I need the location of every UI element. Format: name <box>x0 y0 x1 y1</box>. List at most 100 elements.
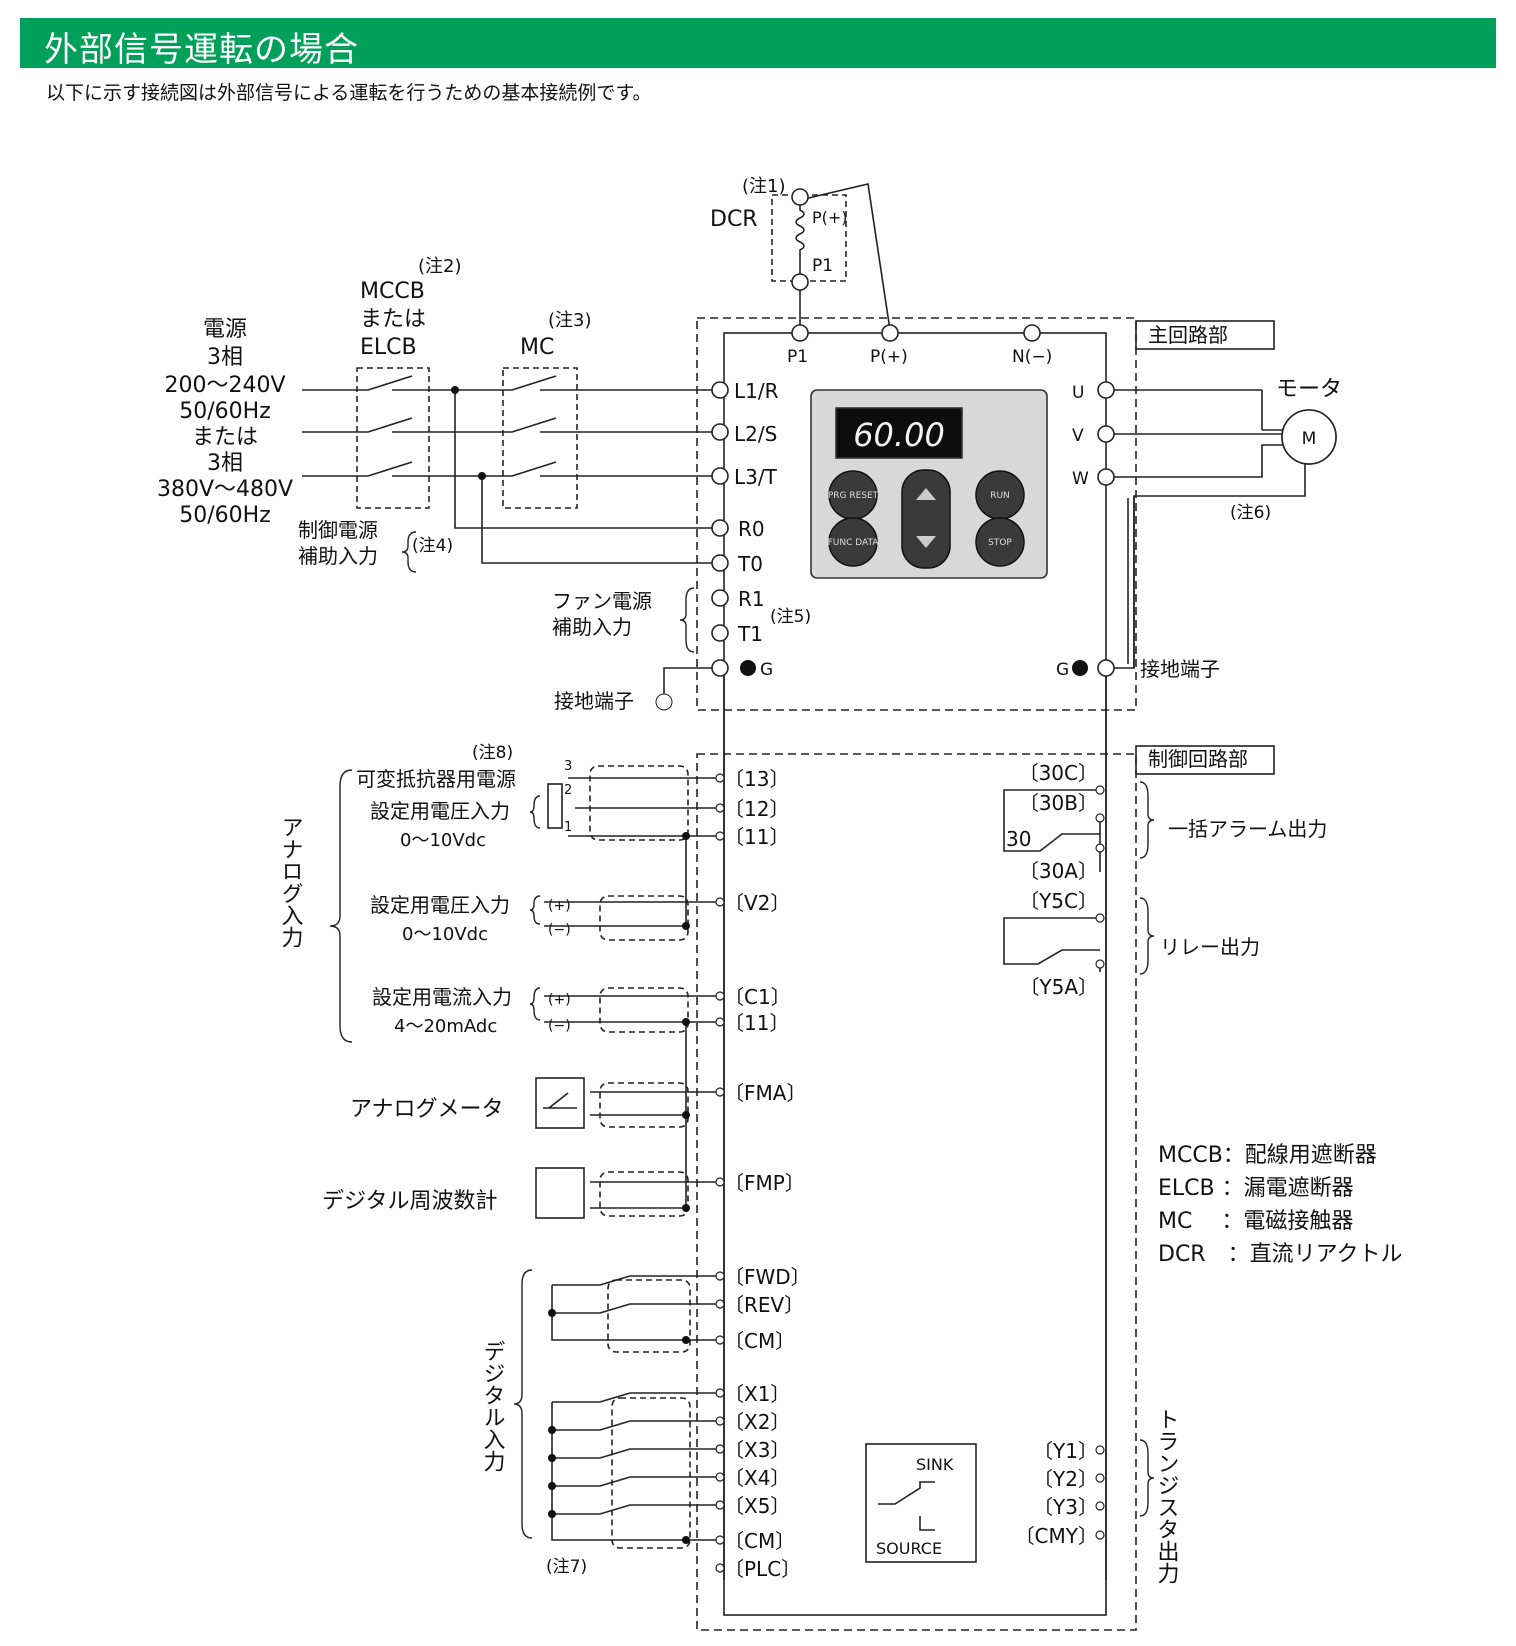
mccb-label-3: ELCB <box>360 335 417 360</box>
term-11b: 〔11〕 <box>724 1011 789 1035</box>
main-circuit-label: 主回路部 <box>1148 323 1228 347</box>
volt-in-2: 設定用電圧入力 <box>370 893 510 917</box>
note4: (注4) <box>412 536 453 556</box>
cur-range: 4～20mAdc <box>394 1016 497 1037</box>
term-cmy: 〔CMY〕 <box>1015 1524 1098 1548</box>
term-g-right: G <box>1056 660 1069 680</box>
note5: (注5) <box>770 607 811 627</box>
term-30c: 〔30C〕 <box>1019 761 1098 785</box>
term-x3: 〔X3〕 <box>724 1438 790 1462</box>
term-t1: T1 <box>737 622 763 646</box>
control-circuit-label: 制御回路部 <box>1148 747 1248 771</box>
pot-2: 2 <box>564 783 572 798</box>
analog-meter-label: アナログメータ <box>350 1097 504 1122</box>
term-cm1: 〔CM〕 <box>724 1329 795 1353</box>
term-plc: 〔PLC〕 <box>724 1557 801 1581</box>
legend-mc: MC ：電磁接触器 <box>1158 1209 1353 1234</box>
legend-dcr: DCR ：直流リアクトル <box>1158 1242 1403 1267</box>
pot-power-label: 可変抵抗器用電源 <box>356 767 516 791</box>
pot-1: 1 <box>564 820 572 835</box>
mccb-box <box>356 367 430 509</box>
term-y5a: 〔Y5A〕 <box>1019 975 1098 999</box>
term-x4: 〔X4〕 <box>724 1466 790 1490</box>
dcr-label: DCR <box>710 207 758 232</box>
power-5: または <box>192 425 258 450</box>
mc-label: MC <box>520 335 554 360</box>
minus-2: (−) <box>548 1018 571 1034</box>
control-circuit-enclosure <box>696 753 1137 1631</box>
term-l1: L1/R <box>734 379 779 403</box>
term-v: V <box>1072 426 1084 446</box>
term-y1: 〔Y1〕 <box>1033 1439 1098 1463</box>
key-func-data[interactable]: FUNC DATA <box>828 538 880 548</box>
keypad-display: 60.00 <box>853 416 945 454</box>
digital-freq-box <box>535 1167 585 1219</box>
analog-meter-box <box>535 1077 585 1129</box>
ground-left: 接地端子 <box>554 689 634 713</box>
mc-box <box>502 367 578 509</box>
power-1: 電源 <box>203 317 247 342</box>
term-t0: T0 <box>737 552 763 576</box>
header-bar: 外部信号運転の場合 <box>20 18 1496 70</box>
pot-3: 3 <box>564 759 572 774</box>
relay-out-label: リレー出力 <box>1160 935 1260 959</box>
alarm-out-label: 一括アラーム出力 <box>1168 817 1327 841</box>
term-nminus: N(−) <box>1012 347 1052 367</box>
note1: (注1) <box>742 176 786 197</box>
term-l3: L3/T <box>734 465 778 489</box>
key-prg-reset[interactable]: PRG RESET <box>828 491 879 501</box>
term-fwd: 〔FWD〕 <box>724 1265 811 1289</box>
term-fmp: 〔FMP〕 <box>724 1171 805 1195</box>
term-pplus: P(+) <box>870 347 908 367</box>
minus-1: (−) <box>548 922 571 938</box>
note7: (注7) <box>546 1557 587 1577</box>
power-2: 3相 <box>207 345 243 370</box>
term-g-left: G <box>760 660 773 680</box>
transistor-out-label: トランジスタ出力 <box>1154 1408 1179 1584</box>
motor-label: モータ <box>1276 377 1342 402</box>
term-13: 〔13〕 <box>724 767 789 791</box>
power-8: 50/60Hz <box>179 503 271 528</box>
term-r1: R1 <box>738 587 765 611</box>
term-r0: R0 <box>738 517 765 541</box>
fan-power-1: ファン電源 <box>552 589 652 613</box>
term-12: 〔12〕 <box>724 797 789 821</box>
term-rev: 〔REV〕 <box>724 1293 804 1317</box>
key-stop[interactable]: STOP <box>988 538 1012 548</box>
term-y2: 〔Y2〕 <box>1033 1467 1098 1491</box>
source-label: SOURCE <box>876 1539 942 1558</box>
intro-text: 以下に示す接続図は外部信号による運転を行うための基本接続例です。 <box>46 82 652 104</box>
term-cm2: 〔CM〕 <box>724 1529 795 1553</box>
term-11a: 〔11〕 <box>724 825 789 849</box>
term-y5c: 〔Y5C〕 <box>1019 889 1098 913</box>
key-run[interactable]: RUN <box>990 491 1010 501</box>
power-4: 50/60Hz <box>179 399 271 424</box>
note6: (注6) <box>1230 503 1271 523</box>
term-30a: 〔30A〕 <box>1019 859 1098 883</box>
term-c1: 〔C1〕 <box>724 985 791 1009</box>
term-p1: P1 <box>787 347 808 367</box>
mccb-label-2: または <box>360 307 426 332</box>
power-6: 3相 <box>207 451 243 476</box>
term-y3: 〔Y3〕 <box>1033 1495 1098 1519</box>
digital-freq-label: デジタル周波数計 <box>322 1189 498 1214</box>
sink-source-switch <box>865 1443 977 1563</box>
plus-2: (+) <box>548 992 571 1008</box>
term-30b: 〔30B〕 <box>1019 791 1098 815</box>
legend-elcb: ELCB ：漏電遮断器 <box>1158 1176 1354 1201</box>
volt-range-2: 0～10Vdc <box>402 924 488 945</box>
potentiometer <box>547 783 563 829</box>
legend-mccb: MCCB：配線用遮断器 <box>1158 1143 1377 1168</box>
label-30: 30 <box>1006 827 1031 851</box>
main-circuit-label-box <box>1135 320 1275 350</box>
term-x1: 〔X1〕 <box>724 1382 790 1406</box>
mccb-label-1: MCCB <box>360 279 425 304</box>
dcr-p1: P1 <box>812 256 833 276</box>
term-x2: 〔X2〕 <box>724 1410 790 1434</box>
note8: (注8) <box>472 743 513 763</box>
page-title: 外部信号運転の場合 <box>44 30 359 70</box>
ctrl-power-1: 制御電源 <box>298 518 378 542</box>
dcr-coil <box>795 200 805 275</box>
control-circuit-label-box <box>1135 745 1275 775</box>
